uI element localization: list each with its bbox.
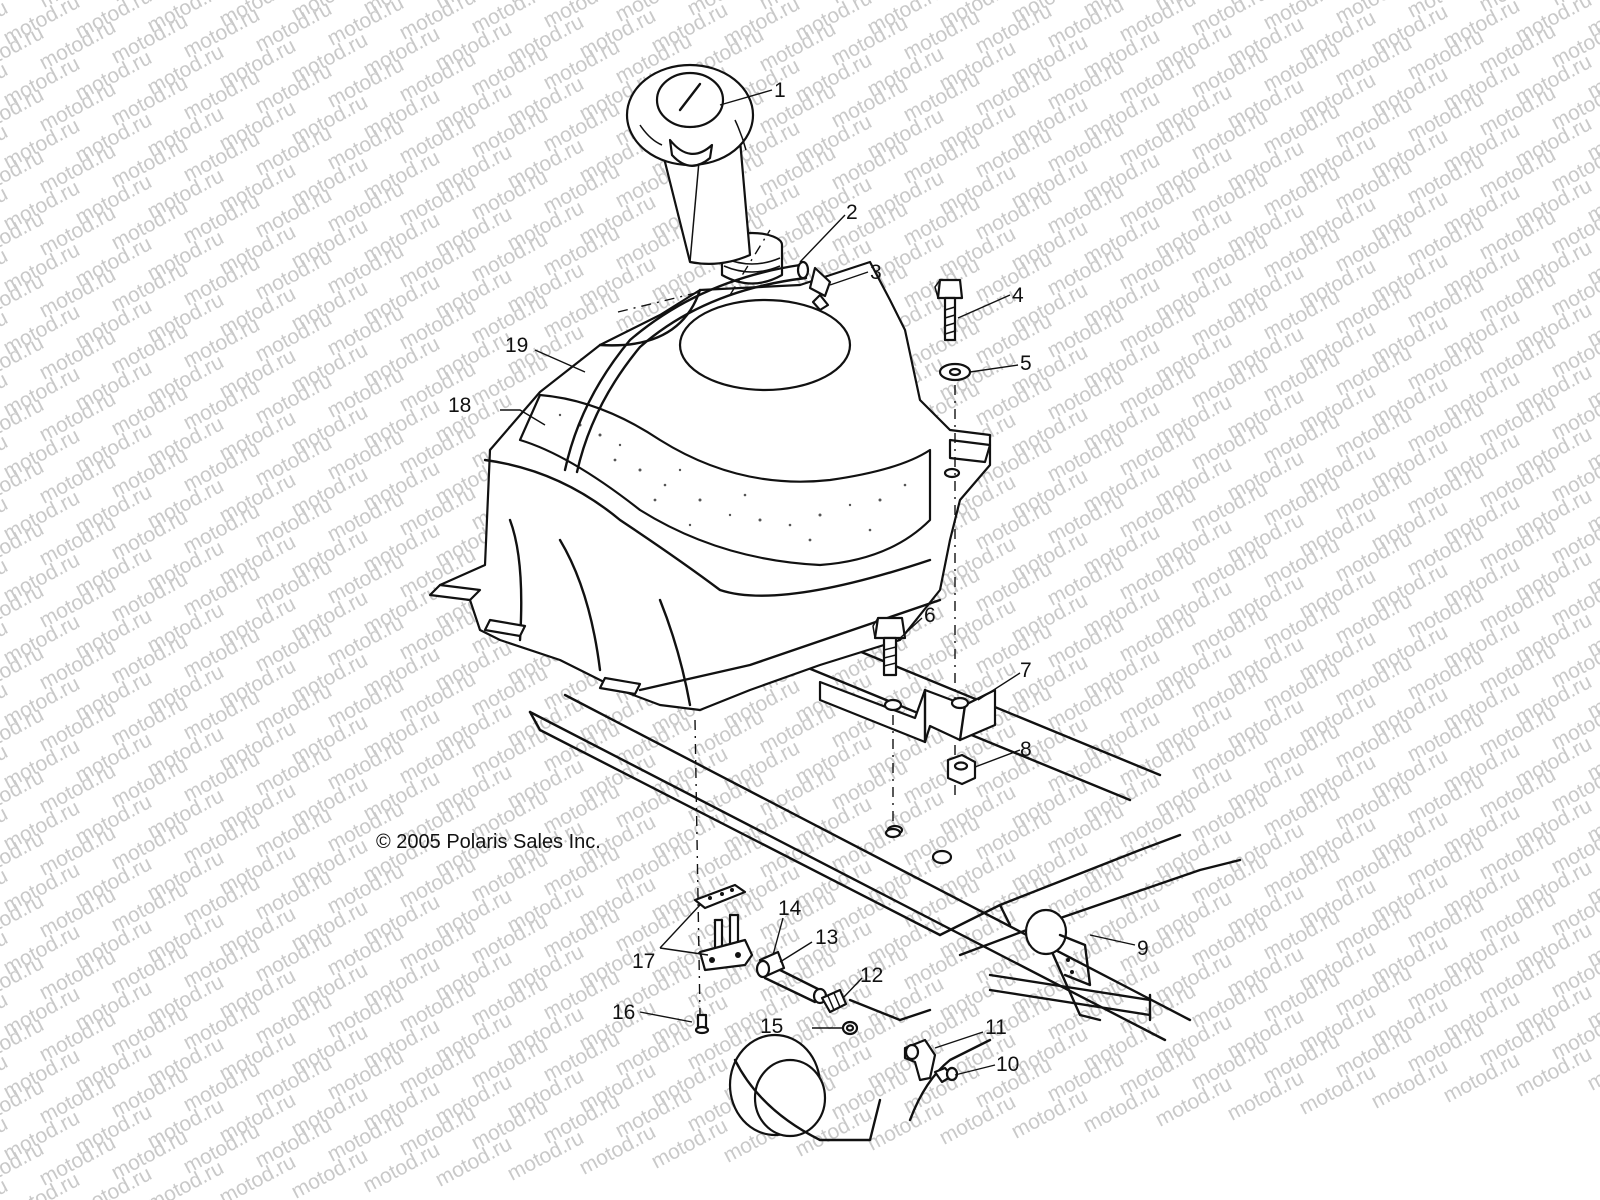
callout-13: 13 (815, 926, 838, 949)
callout-6: 6 (924, 604, 936, 627)
fuel-cap (625, 63, 755, 265)
callout-1: 1 (774, 79, 786, 102)
washer-5 (938, 362, 972, 382)
nut-8 (946, 753, 977, 786)
callout-3: 3 (870, 261, 882, 284)
clamp-15 (841, 1020, 859, 1036)
callout-11: 11 (985, 1016, 1007, 1039)
callout-12: 12 (860, 964, 883, 987)
screw-16 (694, 1013, 710, 1035)
callout-15: 15 (760, 1015, 783, 1038)
callout-19: 19 (505, 334, 528, 357)
callout-18: 18 (448, 394, 471, 417)
callout-4: 4 (1012, 284, 1024, 307)
callout-5: 5 (1020, 352, 1032, 375)
copyright-notice: © 2005 Polaris Sales Inc. (376, 831, 601, 853)
callout-7: 7 (1020, 659, 1032, 682)
callout-9: 9 (1137, 937, 1149, 960)
callout-10: 10 (996, 1053, 1019, 1076)
callout-14: 14 (778, 897, 802, 920)
callout-17: 17 (632, 950, 655, 973)
callout-2: 2 (846, 201, 858, 224)
frame-hole (884, 827, 902, 839)
callout-8: 8 (1020, 738, 1032, 761)
callout-16: 16 (612, 1001, 635, 1024)
